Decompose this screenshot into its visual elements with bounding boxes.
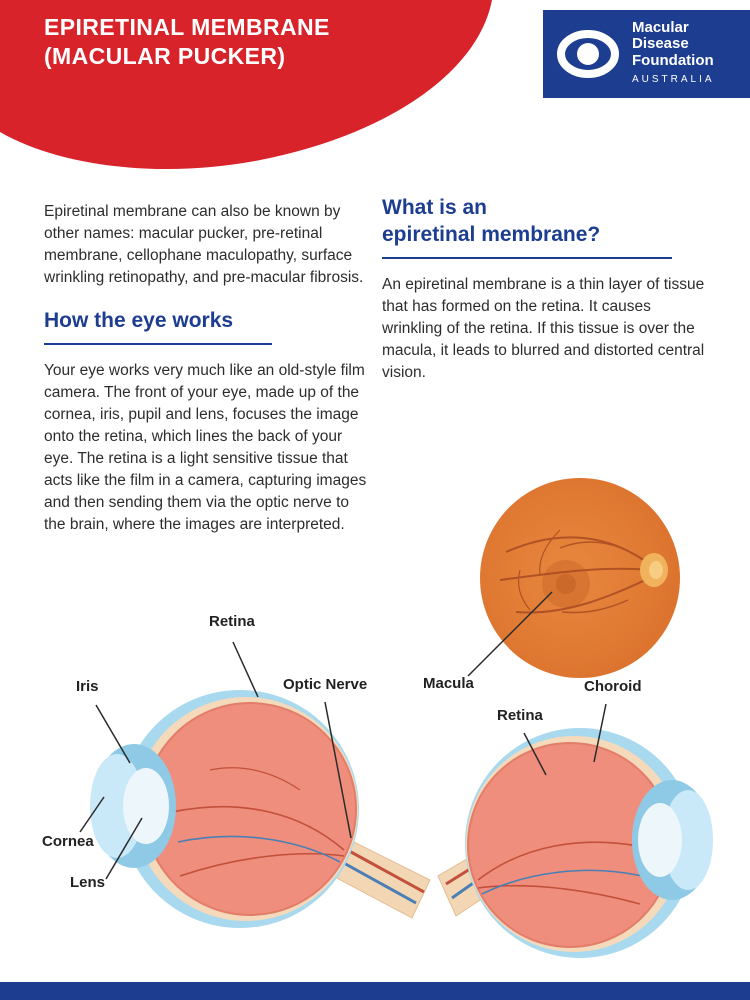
pointer-line-macula: [467, 591, 553, 677]
mdfa-logo-text: Macular Disease Foundation AUSTRALIA: [632, 18, 715, 89]
pointer-line-retina-left: [232, 641, 259, 698]
left-column: Epiretinal membrane can also be known by…: [44, 201, 374, 536]
label-macula: Macula: [423, 675, 474, 692]
logo-word-disease: Disease: [632, 35, 689, 52]
eye-cross-section-left: [90, 690, 431, 928]
heading-what-is-erm: What is an epiretinal membrane?: [382, 196, 601, 246]
logo-word-macular: Macular: [632, 18, 689, 36]
footer-blue-bar: [0, 982, 750, 1000]
how-eye-works-paragraph: Your eye works very much like an old-sty…: [44, 362, 367, 533]
page-title: EPIRETINAL MEMBRANE (MACULAR PUCKER): [44, 13, 330, 71]
eye-cross-section-right: [437, 728, 713, 958]
page-title-line2: (MACULAR PUCKER): [44, 43, 286, 69]
label-lens: Lens: [70, 874, 106, 891]
label-retina-right: Retina: [497, 707, 543, 724]
pointer-line-iris: [95, 704, 131, 764]
pointer-lines: [79, 591, 607, 880]
label-retina-left: Retina: [209, 613, 255, 630]
mdfa-logo: Macular Disease Foundation AUSTRALIA: [543, 10, 750, 98]
mdfa-eye-icon: [557, 30, 619, 78]
label-optic-nerve: Optic Nerve: [283, 676, 368, 693]
label-choroid: Choroid: [584, 678, 642, 695]
pointer-line-choroid: [593, 703, 607, 763]
header-red-curve: [0, 0, 492, 170]
pointer-line-optic-nerve: [324, 701, 352, 839]
pointer-line-lens: [105, 817, 143, 880]
label-iris: Iris: [76, 678, 99, 695]
logo-word-foundation: Foundation: [632, 51, 714, 69]
page-title-line1: EPIRETINAL MEMBRANE: [44, 14, 330, 40]
fundus-photo: [480, 478, 680, 678]
what-is-erm-paragraph: An epiretinal membrane is a thin layer o…: [382, 276, 705, 381]
heading-rule-right: [382, 257, 672, 259]
heading-rule-left: [44, 343, 272, 345]
label-cornea: Cornea: [42, 833, 94, 850]
pointer-line-cornea: [79, 796, 105, 833]
heading-how-the-eye-works: How the eye works: [44, 309, 234, 332]
right-column: What is an epiretinal membrane? An epire…: [382, 194, 708, 384]
intro-paragraph: Epiretinal membrane can also be known by…: [44, 203, 364, 286]
logo-country: AUSTRALIA: [632, 74, 715, 85]
pointer-line-retina-right: [523, 732, 547, 776]
